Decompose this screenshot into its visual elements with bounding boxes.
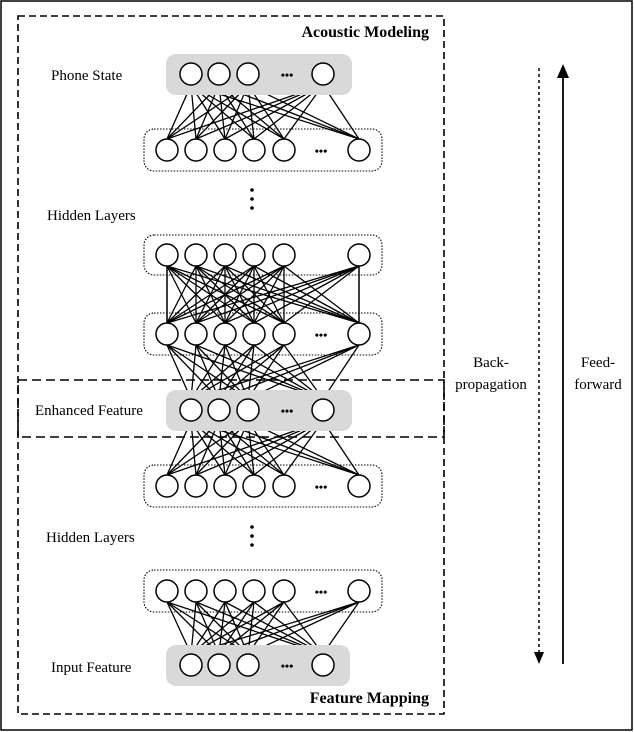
layer-ellipsis: ••• (281, 659, 294, 673)
layer-outline (143, 128, 383, 172)
neuron-node (272, 579, 296, 603)
neuron-node (242, 243, 266, 267)
neuron-node (207, 398, 231, 422)
layer-group: ••• ••• ••• ••• ••• ••• ••• (143, 54, 383, 686)
neuron-node (242, 579, 266, 603)
neuron-node (272, 138, 296, 162)
neuron-node (213, 474, 237, 498)
neuron-node (179, 653, 203, 677)
phone-state-layer: ••• (166, 54, 352, 95)
backpropagation-arrow (534, 68, 544, 664)
layer-outline (143, 234, 383, 276)
neuron-node (184, 138, 208, 162)
neuron-node (207, 62, 231, 86)
model-region-box (17, 15, 445, 715)
neuron-node (347, 322, 371, 346)
neuron-node (242, 138, 266, 162)
input-feature-layer: ••• (166, 645, 350, 686)
neuron-node (155, 322, 179, 346)
neuron-node (347, 474, 371, 498)
connection-line (166, 265, 226, 324)
feedforward-label-line1: Feed- (581, 355, 615, 371)
neuron-node (184, 474, 208, 498)
layer-ellipsis: ••• (315, 144, 328, 158)
layer-ellipsis: ••• (315, 328, 328, 342)
layer-ellipsis: ••• (315, 480, 328, 494)
neuron-node (179, 62, 203, 86)
hidden-layers-bottom-label: Hidden Layers (46, 530, 135, 546)
neuron-node (213, 579, 237, 603)
neuron-node (242, 322, 266, 346)
hidden-top-2-layer (143, 234, 383, 276)
neuron-node (236, 653, 260, 677)
neuron-node (213, 322, 237, 346)
neuron-node (184, 579, 208, 603)
hidden-top-1-layer: ••• (143, 128, 383, 172)
layer-ellipsis: ••• (281, 68, 294, 82)
neuron-node (272, 243, 296, 267)
enhanced-feature-label: Enhanced Feature (35, 403, 143, 419)
neuron-node (184, 322, 208, 346)
vertical-ellipsis-top (250, 188, 254, 210)
hidden-bottom-1-layer: ••• (143, 464, 383, 508)
feature-mapping-title: Feature Mapping (310, 690, 429, 707)
backpropagation-label-line2: propagation (455, 377, 527, 393)
neuron-node (184, 243, 208, 267)
neuron-node (272, 474, 296, 498)
enhanced-feature-layer: ••• (166, 390, 352, 431)
layer-outline (143, 464, 383, 508)
neuron-node (155, 138, 179, 162)
input-feature-label: Input Feature (51, 660, 132, 676)
connection-line (195, 265, 285, 324)
layer-outline (143, 312, 383, 356)
layer-ellipsis: ••• (315, 585, 328, 599)
hidden-bottom-2-layer: ••• (143, 569, 383, 613)
neuron-node (347, 243, 371, 267)
neuron-node (311, 653, 335, 677)
neuron-node (213, 138, 237, 162)
neuron-node (155, 579, 179, 603)
neuron-node (179, 398, 203, 422)
neuron-node (272, 322, 296, 346)
backpropagation-label-line1: Back- (473, 355, 509, 371)
neuron-node (311, 398, 335, 422)
neuron-node (236, 62, 260, 86)
neuron-node (213, 243, 237, 267)
feedforward-arrow (557, 64, 569, 664)
acoustic-modeling-title: Acoustic Modeling (301, 24, 429, 41)
hidden-top-3-layer: ••• (143, 312, 383, 356)
neuron-node (236, 398, 260, 422)
layer-outline (143, 569, 383, 613)
hidden-layers-top-label: Hidden Layers (47, 208, 136, 224)
vertical-ellipsis-bottom (250, 525, 254, 547)
neuron-node (155, 474, 179, 498)
connection-edges (166, 84, 360, 655)
neuron-node (242, 474, 266, 498)
phone-state-label: Phone State (51, 68, 123, 84)
layer-ellipsis: ••• (281, 404, 294, 418)
neuron-node (311, 62, 335, 86)
neuron-node (155, 243, 179, 267)
neuron-node (347, 579, 371, 603)
feedforward-label-line2: forward (574, 377, 622, 393)
neuron-node (347, 138, 371, 162)
neuron-node (207, 653, 231, 677)
connection-line (166, 265, 285, 324)
